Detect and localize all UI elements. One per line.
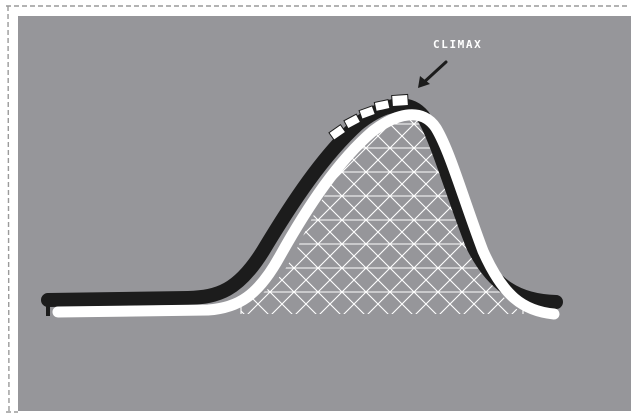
roller-coaster-train-icon [328, 93, 409, 141]
coaster-diagram [18, 16, 631, 411]
climax-label: CLIMAX [433, 38, 483, 51]
track-shadow [41, 98, 563, 309]
arrow-icon [418, 60, 448, 88]
track-white [52, 109, 560, 320]
